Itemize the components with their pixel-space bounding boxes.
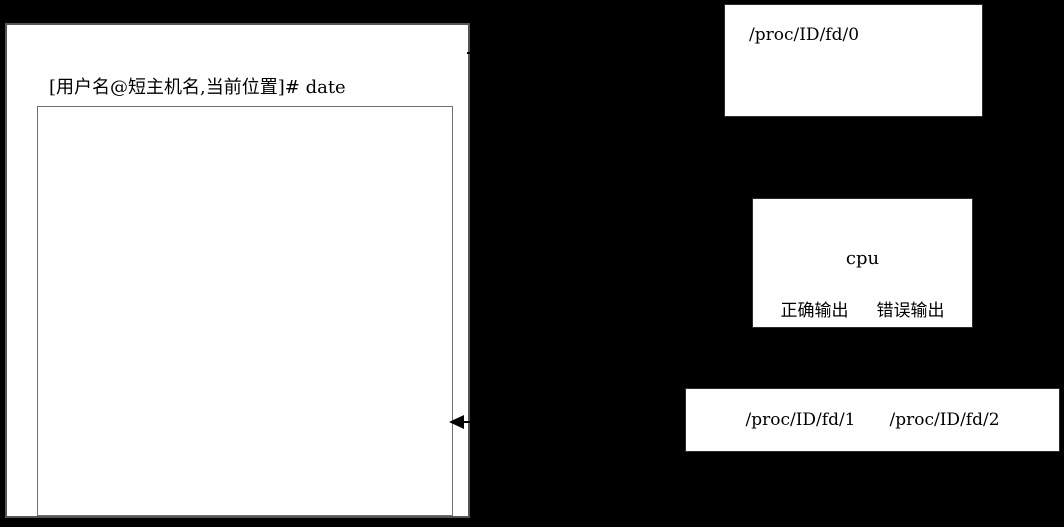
fd12-box: /proc/ID/fd/1 /proc/ID/fd/2 bbox=[685, 388, 1060, 452]
left-arrow-icon bbox=[449, 415, 464, 429]
terminal-screen bbox=[37, 106, 453, 516]
terminal-box: [用户名@短主机名,当前位置]# date bbox=[5, 23, 470, 518]
terminal-prompt-label: [用户名@短主机名,当前位置]# date bbox=[49, 77, 346, 98]
cpu-output-labels: 正确输出 错误输出 bbox=[753, 296, 972, 321]
stdout-label: 正确输出 bbox=[780, 301, 849, 321]
stderr-label: 错误输出 bbox=[876, 301, 945, 321]
edge-stub-stdin-line bbox=[467, 52, 472, 54]
fd2-label: /proc/ID/fd/2 bbox=[889, 410, 1000, 430]
cpu-box: cpu 正确输出 错误输出 bbox=[752, 198, 973, 328]
cpu-title-label: cpu bbox=[845, 248, 880, 269]
fd1-label: /proc/ID/fd/1 bbox=[745, 410, 856, 430]
fd0-box: /proc/ID/fd/0 bbox=[724, 4, 983, 117]
fd0-label: /proc/ID/fd/0 bbox=[749, 25, 860, 45]
left-arrow-shaft bbox=[461, 421, 470, 423]
